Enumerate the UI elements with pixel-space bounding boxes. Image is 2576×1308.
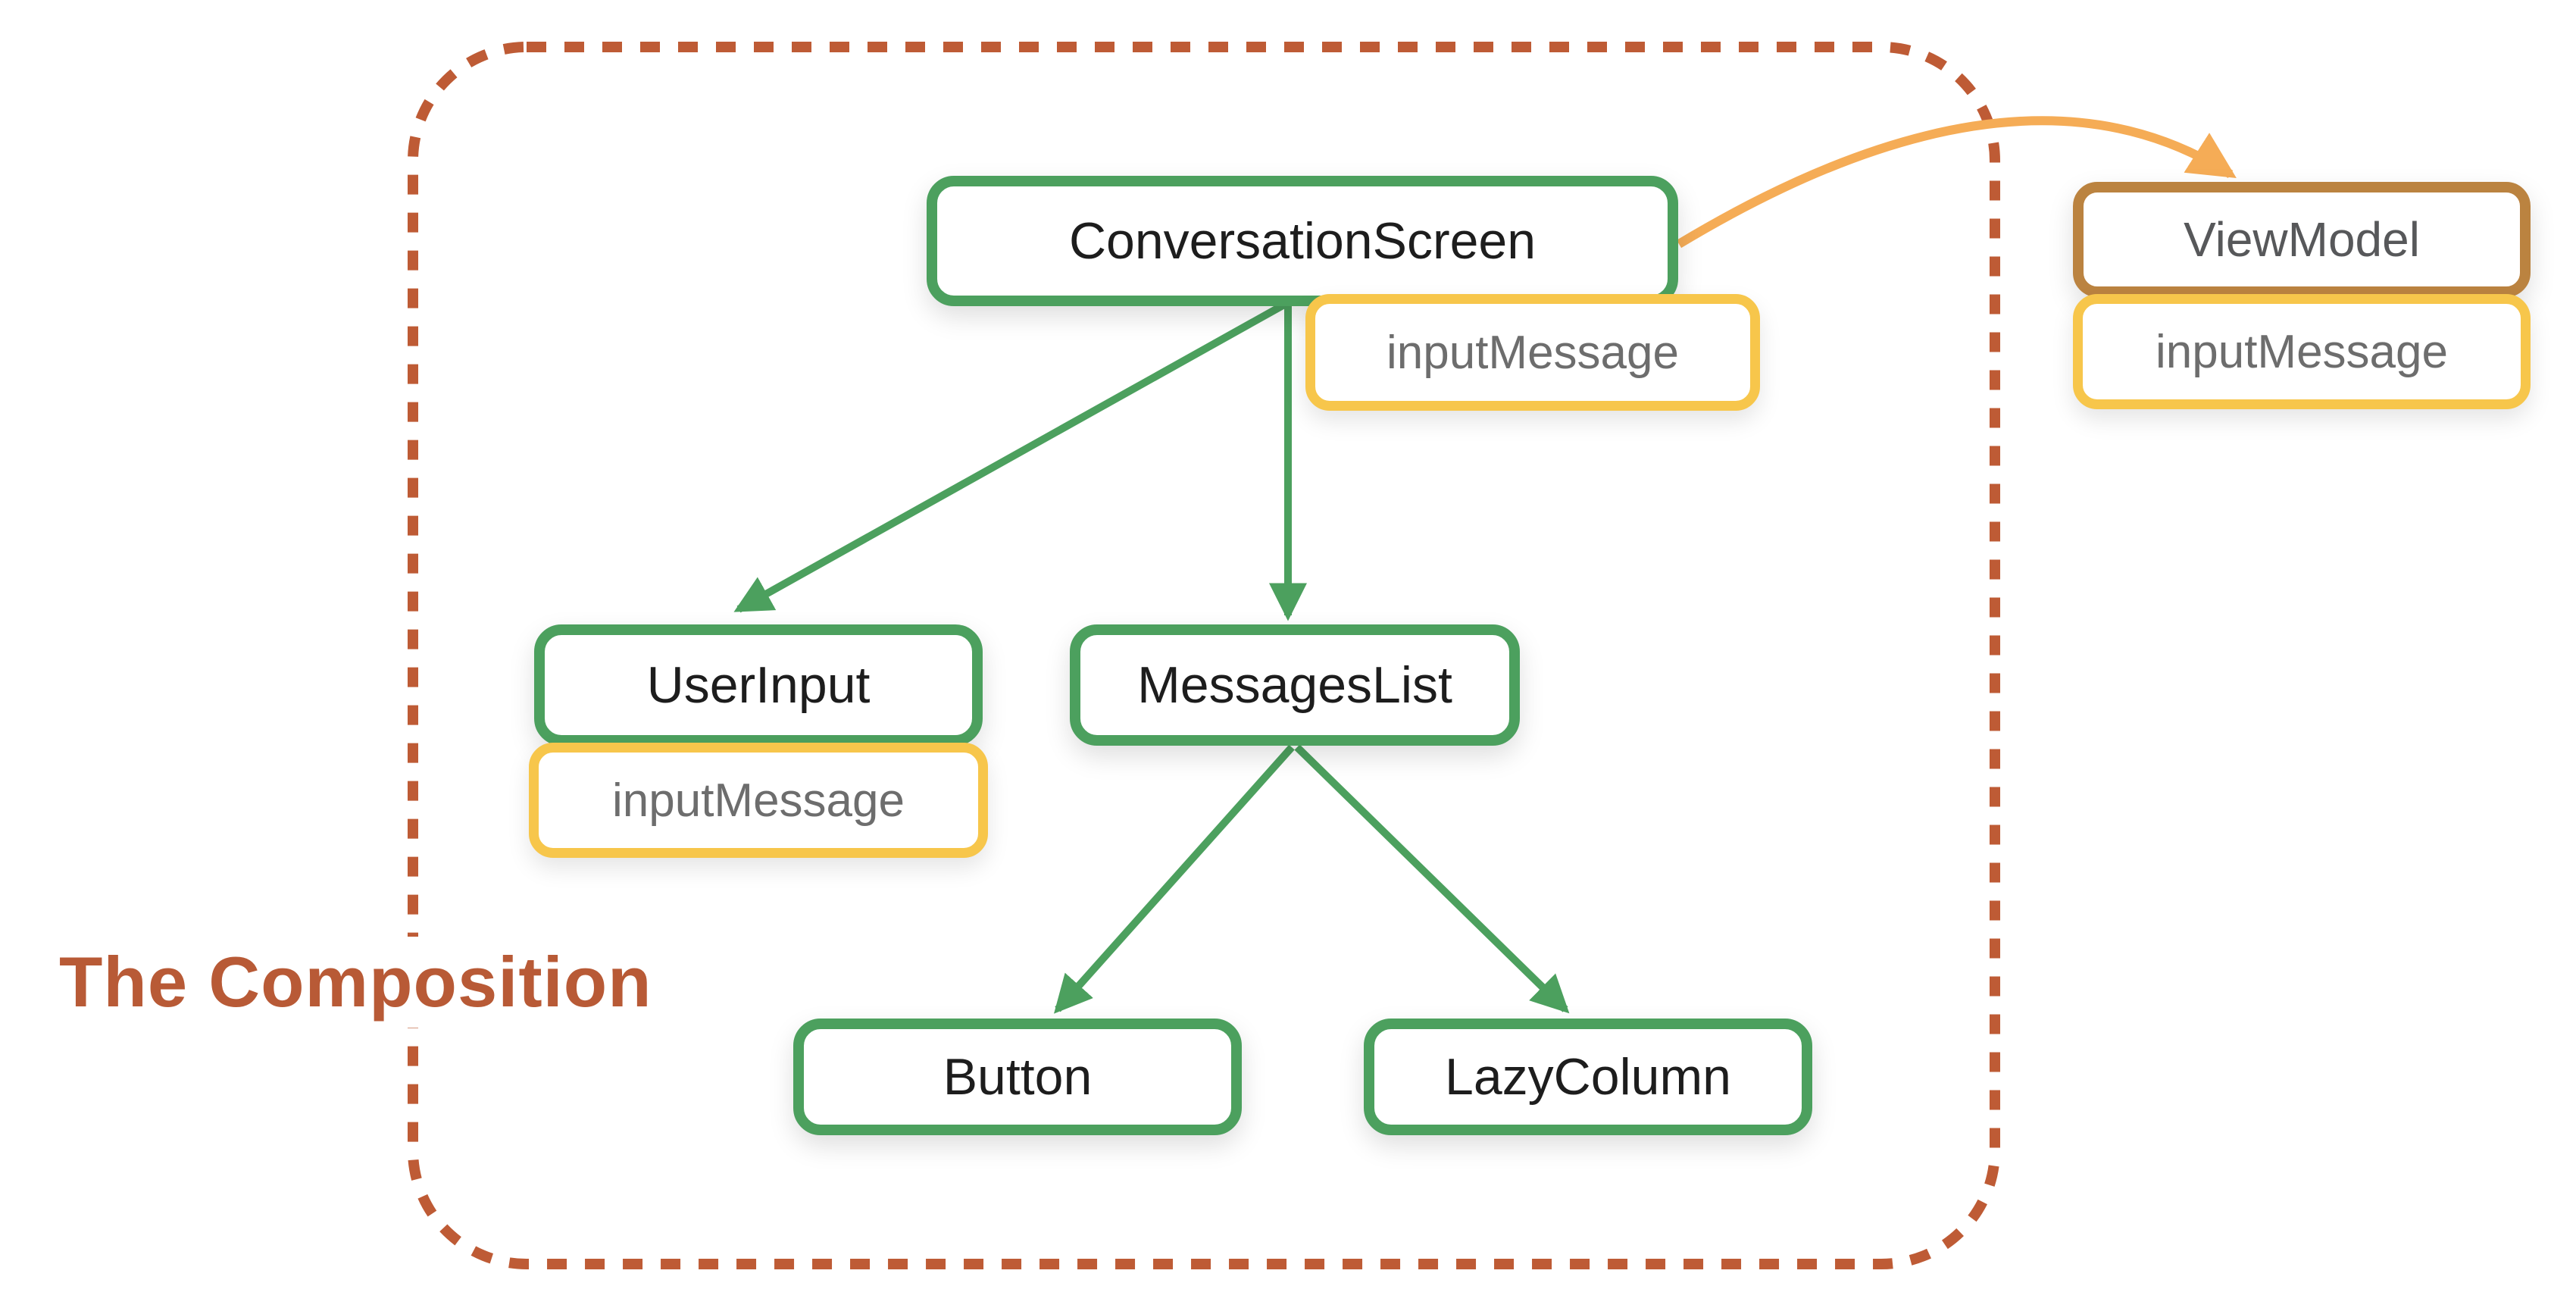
- state-badge-user-input-label: inputMessage: [611, 774, 905, 827]
- node-button: Button: [793, 1019, 1242, 1135]
- node-view-model-label: ViewModel: [2184, 212, 2420, 267]
- node-lazy-column: LazyColumn: [1364, 1019, 1812, 1135]
- edge-messageslist-lazycolumn: [1294, 744, 1570, 1014]
- node-view-model: ViewModel: [2073, 182, 2531, 297]
- node-conversation-screen: ConversationScreen: [927, 176, 1678, 306]
- state-badge-user-input: inputMessage: [529, 743, 988, 858]
- edge-messageslist-button: [1054, 744, 1295, 1014]
- state-badge-conversation-screen-label: inputMessage: [1386, 326, 1680, 379]
- node-button-label: Button: [943, 1048, 1093, 1106]
- diagram-title: The Composition: [47, 937, 664, 1028]
- edge-conversationscreen-userinput: [733, 301, 1286, 613]
- node-conversation-screen-label: ConversationScreen: [1068, 212, 1537, 270]
- edge-conversationscreen-viewmodel: [1676, 116, 2237, 249]
- state-badge-view-model: inputMessage: [2073, 294, 2531, 409]
- state-badge-conversation-screen: inputMessage: [1305, 294, 1760, 411]
- node-user-input: UserInput: [534, 624, 983, 746]
- composition-boundary: [408, 42, 2000, 1269]
- node-lazy-column-label: LazyColumn: [1445, 1048, 1731, 1106]
- node-user-input-label: UserInput: [646, 656, 871, 714]
- node-messages-list-label: MessagesList: [1137, 656, 1452, 714]
- node-messages-list: MessagesList: [1070, 624, 1520, 746]
- state-badge-view-model-label: inputMessage: [2155, 325, 2449, 378]
